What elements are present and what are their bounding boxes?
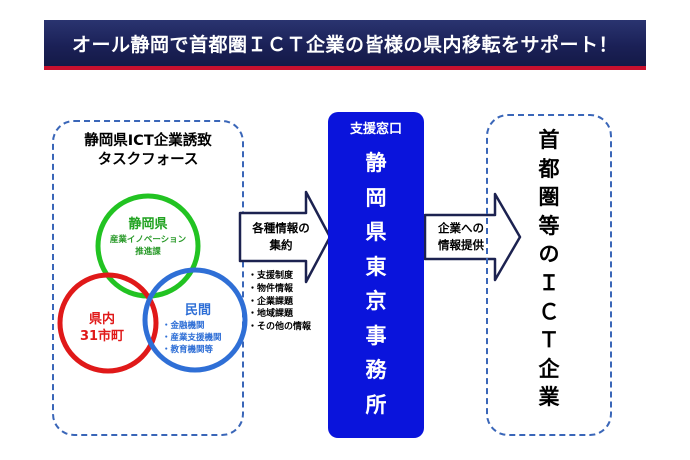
taskforce-group-box [52, 120, 244, 436]
target-char: 企 [538, 356, 560, 381]
support-window-name: 静 岡 県 東 京 事 務 所 [328, 146, 424, 422]
private-item-education: ・教育機関等 [162, 345, 214, 355]
support-window-char: 東 [365, 254, 387, 279]
prefecture-circle-title: 静岡県 [128, 217, 168, 232]
support-window-char: 所 [365, 392, 387, 417]
target-char: Ｉ [538, 270, 560, 295]
prefecture-circle-sub1: 産業イノベーション [109, 235, 187, 245]
info-item: ・企業課題 [248, 296, 294, 307]
taskforce-title-line2: タスクフォース [97, 152, 199, 168]
support-window-char: 静 [365, 151, 387, 175]
support-window-box: 支援窓口 静 岡 県 東 京 事 務 所 [328, 112, 424, 438]
support-window-char: 京 [365, 289, 387, 313]
arrow-provide-info-label-line2: 情報提供 [438, 237, 484, 252]
arrow-aggregate-label: 各種情報の 集約 [246, 220, 316, 253]
target-char: 圏 [538, 185, 560, 210]
arrow-provide-info-label-line1: 企業への [438, 221, 484, 235]
arrow-provide-info-label: 企業への 情報提供 [428, 220, 494, 253]
support-window-label: 支援窓口 [349, 122, 402, 137]
venn-diagram [57, 193, 248, 374]
header-banner: オール静岡で首都圏ＩＣＴ企業の皆様の県内移転をサポート！ [44, 20, 646, 70]
info-item: ・支援制度 [248, 271, 294, 281]
arrow-provide-info [423, 192, 522, 282]
info-item: ・物件情報 [248, 283, 294, 294]
support-window-char: 務 [365, 358, 387, 382]
target-label: 首 都 圏 等 の Ｉ Ｃ Ｔ 企 業 [486, 126, 612, 412]
target-char: 首 [538, 128, 560, 152]
target-char: Ｃ [538, 299, 560, 324]
info-items-list: ・支援制度 ・物件情報 ・企業課題 ・地域課題 ・その他の情報 [248, 270, 311, 334]
taskforce-title-line1: 静岡県ICT企業誘致 [84, 133, 212, 149]
private-circle [142, 267, 248, 373]
support-window-char: 岡 [365, 185, 387, 210]
support-window-char: 事 [365, 323, 387, 348]
private-item-finance: ・金融機関 [162, 321, 205, 331]
target-char: の [538, 242, 560, 267]
private-circle-title: 民間 [185, 303, 212, 318]
private-item-industry-support: ・産業支援機関 [162, 333, 222, 343]
target-group-box [486, 114, 612, 436]
arrow-aggregate-label-line1: 各種情報の [252, 221, 310, 235]
arrow-aggregate-label-line2: 集約 [269, 237, 293, 252]
target-char: 業 [538, 385, 560, 410]
prefecture-circle-sub2: 推進課 [135, 247, 161, 257]
support-window-char: 県 [365, 220, 387, 244]
info-item: ・その他の情報 [248, 322, 312, 333]
target-char: Ｔ [538, 328, 560, 353]
municipal-circle-title1: 県内 [88, 312, 115, 327]
municipal-circle-title2: 31市町 [79, 329, 125, 344]
page-title: オール静岡で首都圏ＩＣＴ企業の皆様の県内移転をサポート！ [71, 34, 618, 56]
municipal-circle [57, 272, 159, 374]
arrow-aggregate [238, 190, 332, 284]
info-item: ・地域課題 [248, 309, 294, 320]
target-char: 都 [538, 156, 560, 181]
target-char: 等 [538, 213, 560, 238]
